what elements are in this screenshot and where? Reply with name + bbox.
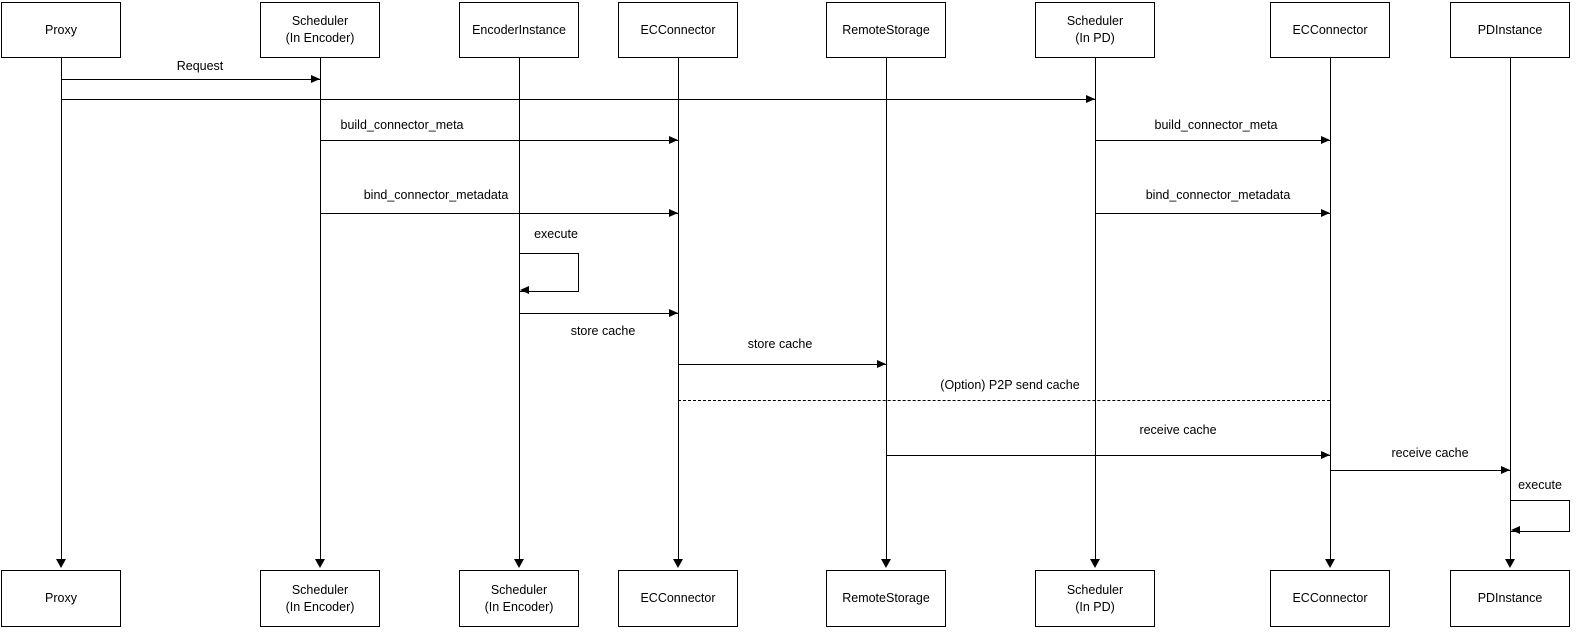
message-arrow-receive-cache-1 — [886, 455, 1330, 456]
message-arrow-store-cache-1 — [519, 313, 678, 314]
lifeline-end-arrow-icon — [514, 559, 524, 568]
message-arrow-bind-connector-metadata-right — [1095, 213, 1330, 214]
lifeline-proxy — [61, 58, 62, 561]
arrowhead-icon — [1321, 451, 1330, 459]
message-label-receive-cache-1: receive cache — [1139, 423, 1217, 437]
message-label-receive-cache-2: receive cache — [1391, 446, 1469, 460]
lifeline-pd-instance — [1510, 58, 1511, 561]
participant-box-top-ec-connector-1: ECConnector — [618, 2, 738, 58]
message-arrow-store-cache-2 — [678, 364, 886, 365]
arrowhead-icon — [669, 309, 678, 317]
message-arrow-bind-connector-metadata-left — [320, 213, 678, 214]
participant-box-bottom-encoder-instance: Scheduler (In Encoder) — [459, 570, 579, 627]
lifeline-end-arrow-icon — [56, 559, 66, 568]
self-loop-execute-pd — [1510, 500, 1570, 532]
participant-box-bottom-pd-instance: PDInstance — [1450, 570, 1570, 627]
message-label-execute-encoder: execute — [534, 227, 578, 241]
arrowhead-icon — [1511, 526, 1520, 534]
participant-box-top-scheduler-pd: Scheduler (In PD) — [1035, 2, 1155, 58]
self-loop-execute-encoder — [519, 253, 579, 292]
participant-box-top-ec-connector-2: ECConnector — [1270, 2, 1390, 58]
message-label-bind-connector-metadata-left: bind_connector_metadata — [363, 188, 509, 202]
message-arrow-request — [61, 79, 320, 80]
participant-box-bottom-scheduler-encoder: Scheduler (In Encoder) — [260, 570, 380, 627]
arrowhead-icon — [1501, 466, 1510, 474]
message-label-request: Request — [176, 59, 224, 73]
lifeline-ec-connector-1 — [678, 58, 679, 561]
message-label-execute-pd: execute — [1518, 478, 1562, 492]
message-label-build-connector-meta-right: build_connector_meta — [1154, 118, 1278, 132]
message-arrow-receive-cache-2 — [1330, 470, 1510, 471]
participant-box-top-pd-instance: PDInstance — [1450, 2, 1570, 58]
arrowhead-icon — [669, 209, 678, 217]
lifeline-end-arrow-icon — [1505, 559, 1515, 568]
participant-box-bottom-ec-connector-2: ECConnector — [1270, 570, 1390, 627]
message-arrow-build-connector-meta-right — [1095, 140, 1330, 141]
message-label-store-cache-2: store cache — [747, 337, 813, 351]
lifeline-end-arrow-icon — [1090, 559, 1100, 568]
arrowhead-icon — [669, 136, 678, 144]
participant-box-bottom-proxy: Proxy — [1, 570, 121, 627]
arrowhead-icon — [1321, 136, 1330, 144]
message-label-p2p-send-cache: (Option) P2P send cache — [940, 378, 1080, 392]
participant-box-bottom-ec-connector-1: ECConnector — [618, 570, 738, 627]
message-arrow-proxy-to-scheduler-pd — [61, 99, 1095, 100]
message-label-build-connector-meta-left: build_connector_meta — [340, 118, 464, 132]
message-label-store-cache-1: store cache — [570, 324, 636, 338]
message-label-bind-connector-metadata-right: bind_connector_metadata — [1145, 188, 1291, 202]
lifeline-end-arrow-icon — [1325, 559, 1335, 568]
participant-box-top-remote-storage: RemoteStorage — [826, 2, 946, 58]
arrowhead-icon — [520, 286, 529, 294]
participant-box-top-proxy: Proxy — [1, 2, 121, 58]
lifeline-remote-storage — [886, 58, 887, 561]
lifeline-end-arrow-icon — [315, 559, 325, 568]
lifeline-encoder-instance — [519, 58, 520, 561]
participant-box-top-encoder-instance: EncoderInstance — [459, 2, 579, 58]
participant-box-top-scheduler-encoder: Scheduler (In Encoder) — [260, 2, 380, 58]
arrowhead-icon — [1086, 95, 1095, 103]
arrowhead-icon — [877, 360, 886, 368]
message-arrow-p2p-send-cache — [678, 400, 1330, 401]
arrowhead-icon — [1321, 209, 1330, 217]
lifeline-scheduler-pd — [1095, 58, 1096, 561]
participant-box-bottom-remote-storage: RemoteStorage — [826, 570, 946, 627]
arrowhead-icon — [311, 75, 320, 83]
lifeline-ec-connector-2 — [1330, 58, 1331, 561]
lifeline-end-arrow-icon — [673, 559, 683, 568]
message-arrow-build-connector-meta-left — [320, 140, 678, 141]
lifeline-scheduler-encoder — [320, 58, 321, 561]
participant-box-bottom-scheduler-pd: Scheduler (In PD) — [1035, 570, 1155, 627]
lifeline-end-arrow-icon — [881, 559, 891, 568]
